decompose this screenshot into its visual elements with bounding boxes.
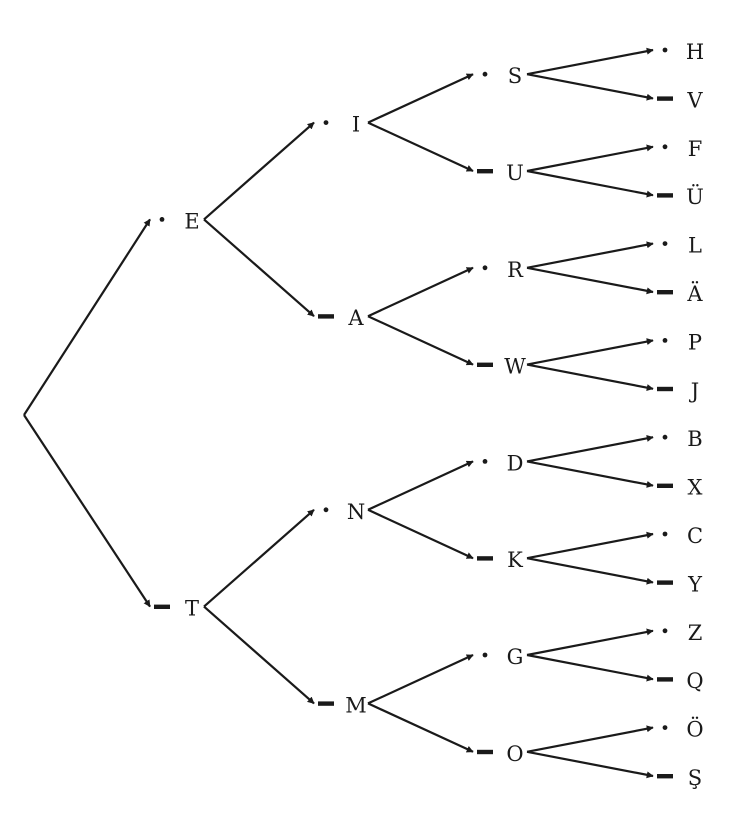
node-letter-l: L: [688, 234, 702, 258]
dash-signal-u: [657, 193, 673, 198]
edge-to-r: [367, 266, 474, 318]
dot-signal-g: [482, 652, 488, 658]
edge-to-a: [526, 266, 654, 295]
dash-signal-q: [657, 677, 673, 682]
node-letter-p: P: [688, 330, 702, 354]
node-letter-g: G: [507, 645, 524, 669]
dash-signal-k: [477, 556, 493, 561]
dash-signal-u: [477, 169, 493, 174]
edge-to-d: [367, 460, 474, 511]
node-letter-f: F: [688, 137, 703, 161]
edge-to-o: [367, 702, 474, 753]
tree-nodes: E I S HV U FÜ A R LÄ W P J T N D B X K CY M G ZQ O ÖŞ: [154, 40, 704, 790]
edge-to-a: [203, 218, 315, 318]
dot-signal-f: [662, 144, 668, 150]
edge-to-i: [203, 121, 315, 221]
dot-signal-e: [159, 217, 165, 222]
dot-signal-l: [662, 241, 668, 247]
edge-to-b: [526, 434, 654, 463]
edge-to-h: [526, 47, 654, 76]
edge-to-c: [526, 531, 654, 560]
node-letter-c: C: [687, 524, 703, 548]
edge-to-x: [526, 460, 654, 488]
edge-to-m: [203, 605, 315, 705]
node-letter-k: K: [507, 548, 523, 572]
node-letter-y: Y: [687, 572, 703, 596]
edge-to-n: [203, 508, 315, 608]
dash-signal-s: [657, 774, 673, 779]
edge-to-o: [526, 725, 654, 753]
edge-to-v: [526, 73, 654, 101]
node-letter-t: T: [185, 597, 199, 621]
node-letter-i: I: [352, 113, 360, 137]
dash-signal-o: [477, 749, 493, 755]
edge-to-l: [526, 241, 654, 269]
edge-to-z: [526, 628, 654, 657]
dot-signal-o: [662, 725, 668, 730]
node-letter-w: W: [504, 355, 526, 379]
node-letter-o: Ö: [686, 717, 703, 742]
edge-to-u: [367, 121, 474, 172]
edge-to-w: [367, 315, 474, 366]
dash-signal-v: [657, 96, 673, 101]
dash-signal-y: [657, 580, 673, 585]
edge-to-y: [526, 557, 654, 585]
tree-edges: [23, 47, 654, 779]
node-letter-a: Ä: [686, 282, 703, 306]
dot-signal-r: [482, 265, 488, 271]
node-letter-j: J: [689, 379, 699, 403]
dot-signal-h: [662, 47, 668, 53]
dot-signal-b: [662, 434, 668, 440]
node-letter-d: D: [507, 451, 524, 475]
node-letter-b: B: [687, 427, 702, 451]
edge-to-u: [526, 169, 654, 198]
edge-to-g: [367, 654, 474, 705]
dash-signal-t: [154, 604, 170, 609]
dash-signal-a: [657, 290, 673, 295]
node-letter-h: H: [686, 40, 704, 64]
node-letter-q: Q: [686, 669, 703, 693]
dot-signal-c: [662, 531, 668, 537]
dot-signal-d: [482, 459, 488, 464]
edge-to-k: [367, 508, 474, 560]
dash-signal-j: [657, 386, 673, 392]
node-letter-a: A: [347, 306, 364, 330]
node-letter-e: E: [184, 209, 199, 233]
dash-signal-x: [657, 483, 673, 488]
node-letter-s: S: [508, 64, 522, 88]
edge-to-j: [526, 363, 654, 392]
dot-signal-p: [662, 338, 668, 343]
edge-to-t: [23, 414, 151, 608]
dot-signal-z: [662, 628, 668, 634]
dash-signal-w: [477, 362, 493, 367]
node-letter-z: Z: [688, 621, 703, 645]
dot-signal-i: [323, 120, 329, 125]
edge-to-s: [367, 73, 474, 124]
node-letter-o: O: [506, 742, 523, 766]
node-letter-n: N: [347, 500, 365, 524]
node-letter-v: V: [686, 88, 703, 112]
dash-signal-a: [318, 314, 334, 319]
edge-to-p: [526, 338, 654, 366]
node-letter-r: R: [507, 258, 524, 282]
node-letter-s: Ş: [688, 766, 702, 790]
dot-signal-s: [482, 71, 488, 77]
edge-to-q: [526, 653, 654, 682]
edge-to-e: [23, 218, 151, 416]
node-letter-u: Ü: [686, 184, 704, 209]
dash-signal-m: [318, 701, 334, 706]
node-letter-m: M: [345, 693, 367, 717]
node-letter-x: X: [688, 476, 703, 500]
dot-signal-n: [323, 507, 329, 513]
edge-to-s: [526, 750, 654, 779]
edge-to-f: [526, 144, 654, 173]
node-letter-u: U: [506, 161, 524, 185]
